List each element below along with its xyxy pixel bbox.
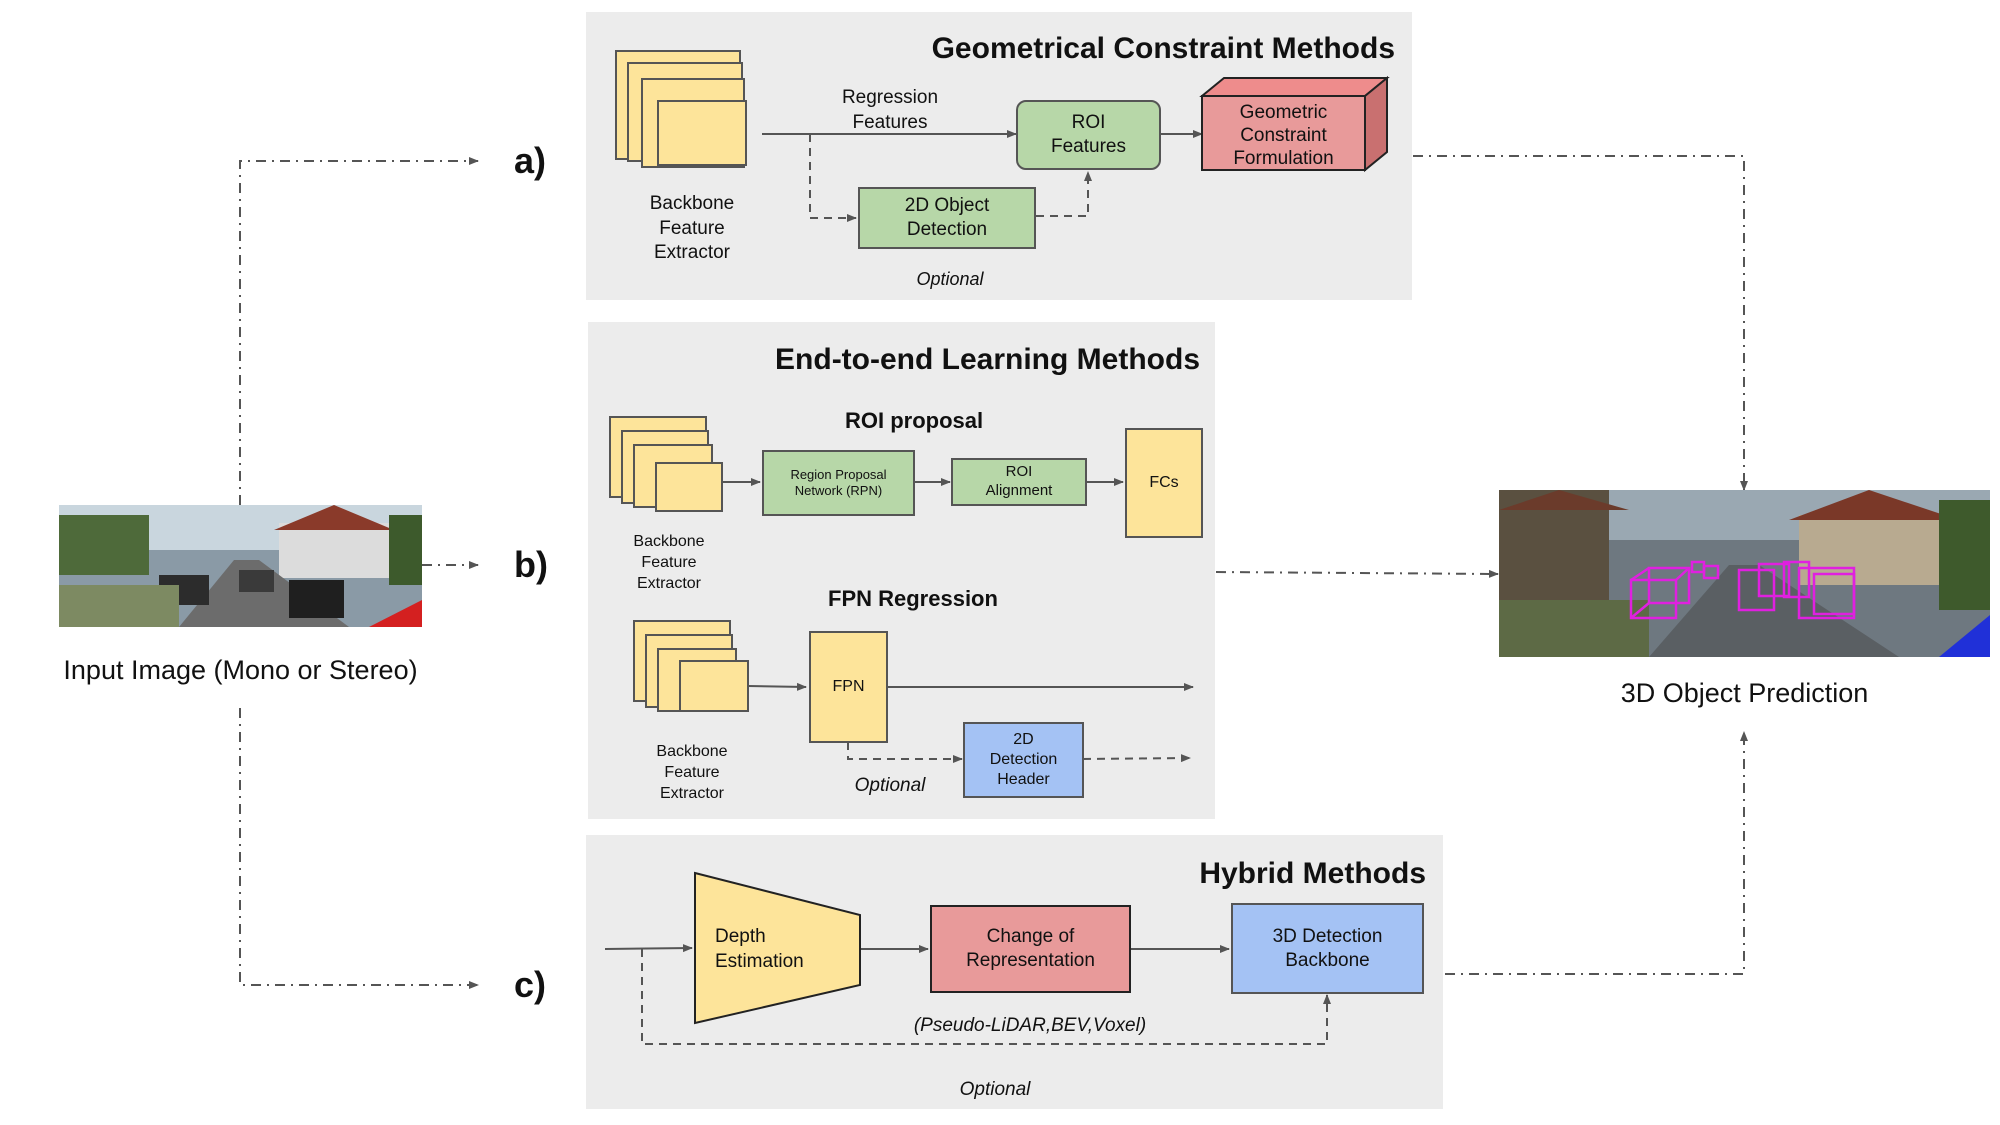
backbone-label-a: Backbone Feature Extractor xyxy=(649,193,735,264)
rpn-box: Region Proposal Network (RPN) xyxy=(762,450,915,516)
fcs-box: FCs xyxy=(1125,428,1203,538)
label-a: a) xyxy=(514,140,547,181)
detection-header-box: 2D Detection Header xyxy=(963,722,1084,798)
pseudo-lidar-label: (Pseudo-LiDAR,BEV,Voxel) xyxy=(913,1015,1147,1036)
panel-b-title: End-to-end Learning Methods xyxy=(775,343,1200,376)
label-c: c) xyxy=(514,964,547,1005)
object-detection-2d-box: 2D Object Detection xyxy=(858,187,1036,249)
geo-constraint-label: Geometric Constraint Formulation xyxy=(1233,102,1334,169)
detection-3d-backbone-box: 3D Detection Backbone xyxy=(1231,903,1424,994)
depth-estimation-label: Depth Estimation xyxy=(715,926,804,972)
panel-a-title: Geometrical Constraint Methods xyxy=(931,32,1395,65)
panel-end-to-end xyxy=(588,322,1215,819)
output-caption: 3D Object Prediction xyxy=(1620,678,1869,708)
optional-label-c: Optional xyxy=(959,1079,1031,1100)
roi-features-box: ROI Features xyxy=(1016,100,1161,170)
label-b: b) xyxy=(514,544,548,585)
output-image xyxy=(1499,490,1990,657)
regression-features-label: Regression Features xyxy=(841,87,939,133)
input-image xyxy=(59,505,422,627)
backbone-label-b1: Backbone Feature Extractor xyxy=(633,533,705,592)
geometric-constraint-3d-box xyxy=(1199,75,1390,173)
optional-label-a: Optional xyxy=(916,269,984,289)
roi-proposal-title: ROI proposal xyxy=(845,408,984,433)
panel-c-title: Hybrid Methods xyxy=(1199,857,1426,890)
fpn-regression-title: FPN Regression xyxy=(828,586,998,611)
optional-label-b: Optional xyxy=(854,775,926,796)
backbone-label-b2: Backbone Feature Extractor xyxy=(656,743,728,802)
depth-estimation-trapezoid xyxy=(694,871,861,1025)
fpn-box: FPN xyxy=(809,631,888,743)
input-caption: Input Image (Mono or Stereo) xyxy=(63,655,418,685)
change-of-representation-box: Change of Representation xyxy=(930,905,1131,993)
roi-alignment-box: ROI Alignment xyxy=(951,458,1087,506)
